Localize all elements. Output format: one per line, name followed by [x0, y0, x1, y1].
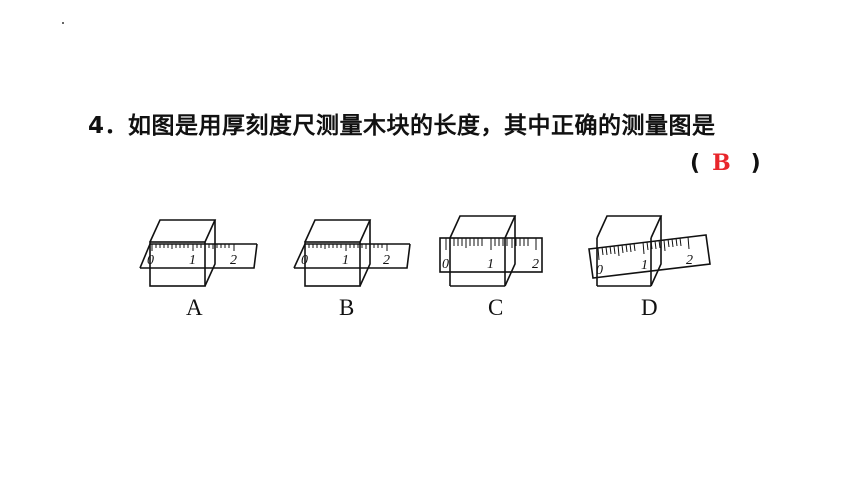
block-a-front [149, 241, 206, 287]
ruler-a-tick-0: 0 [147, 253, 154, 268]
ruler-a-ticks [151, 244, 235, 251]
figure-c [439, 215, 543, 287]
ruler-b-tick-1: 1 [342, 253, 349, 268]
ruler-b-left-edge [293, 243, 306, 269]
ruler-a-front-edge [140, 243, 258, 269]
answer-bracket: ( B) [690, 150, 761, 176]
block-b-side [359, 220, 371, 287]
ruler-a-tick-1: 1 [189, 253, 196, 268]
block-b-top [304, 219, 372, 243]
block-c-top [449, 215, 517, 239]
ruler-d-body [588, 234, 711, 279]
block-d-side [650, 216, 662, 287]
ruler-b-front-edge [294, 243, 411, 269]
ruler-numerals: 0 1 2 0 1 2 0 1 2 0 1 2 [147, 253, 693, 278]
ruler-b-tick-0: 0 [301, 253, 308, 268]
decorative-dot [62, 22, 64, 24]
ruler-a-tick-2: 2 [230, 253, 237, 268]
option-label-c: C [488, 295, 504, 320]
block-d-top [596, 215, 663, 239]
ruler-d-tick-0: 0 [596, 263, 603, 278]
question-text: 4．如图是用厚刻度尺测量木块的长度，其中正确的测量图是 [88, 113, 716, 139]
block-a-side [204, 220, 216, 287]
ruler-c-tick-2: 2 [532, 257, 539, 272]
option-label-a: A [186, 295, 203, 320]
ruler-c-ticks [445, 238, 537, 250]
ruler-d-tick-2: 2 [686, 253, 693, 268]
ruler-d-tick-1: 1 [641, 258, 648, 273]
figure-a [139, 219, 258, 287]
block-a-top [149, 219, 217, 243]
ruler-a-left-edge [139, 243, 151, 269]
figure-b [293, 219, 411, 287]
ruler-c-tick-0: 0 [442, 257, 449, 272]
ruler-c-tick-1: 1 [487, 257, 494, 272]
answer-close-paren: ) [750, 151, 761, 176]
option-label-d: D [641, 295, 658, 320]
figure-d [588, 215, 711, 287]
block-c-side [504, 216, 516, 287]
ruler-b-tick-2: 2 [383, 253, 390, 268]
answer-value: B [712, 150, 731, 176]
answer-open-paren: ( [690, 151, 701, 176]
ruler-b-ticks [304, 244, 388, 251]
ruler-d-ticks [597, 236, 690, 261]
block-b-front [304, 241, 361, 287]
option-label-b: B [339, 295, 355, 320]
